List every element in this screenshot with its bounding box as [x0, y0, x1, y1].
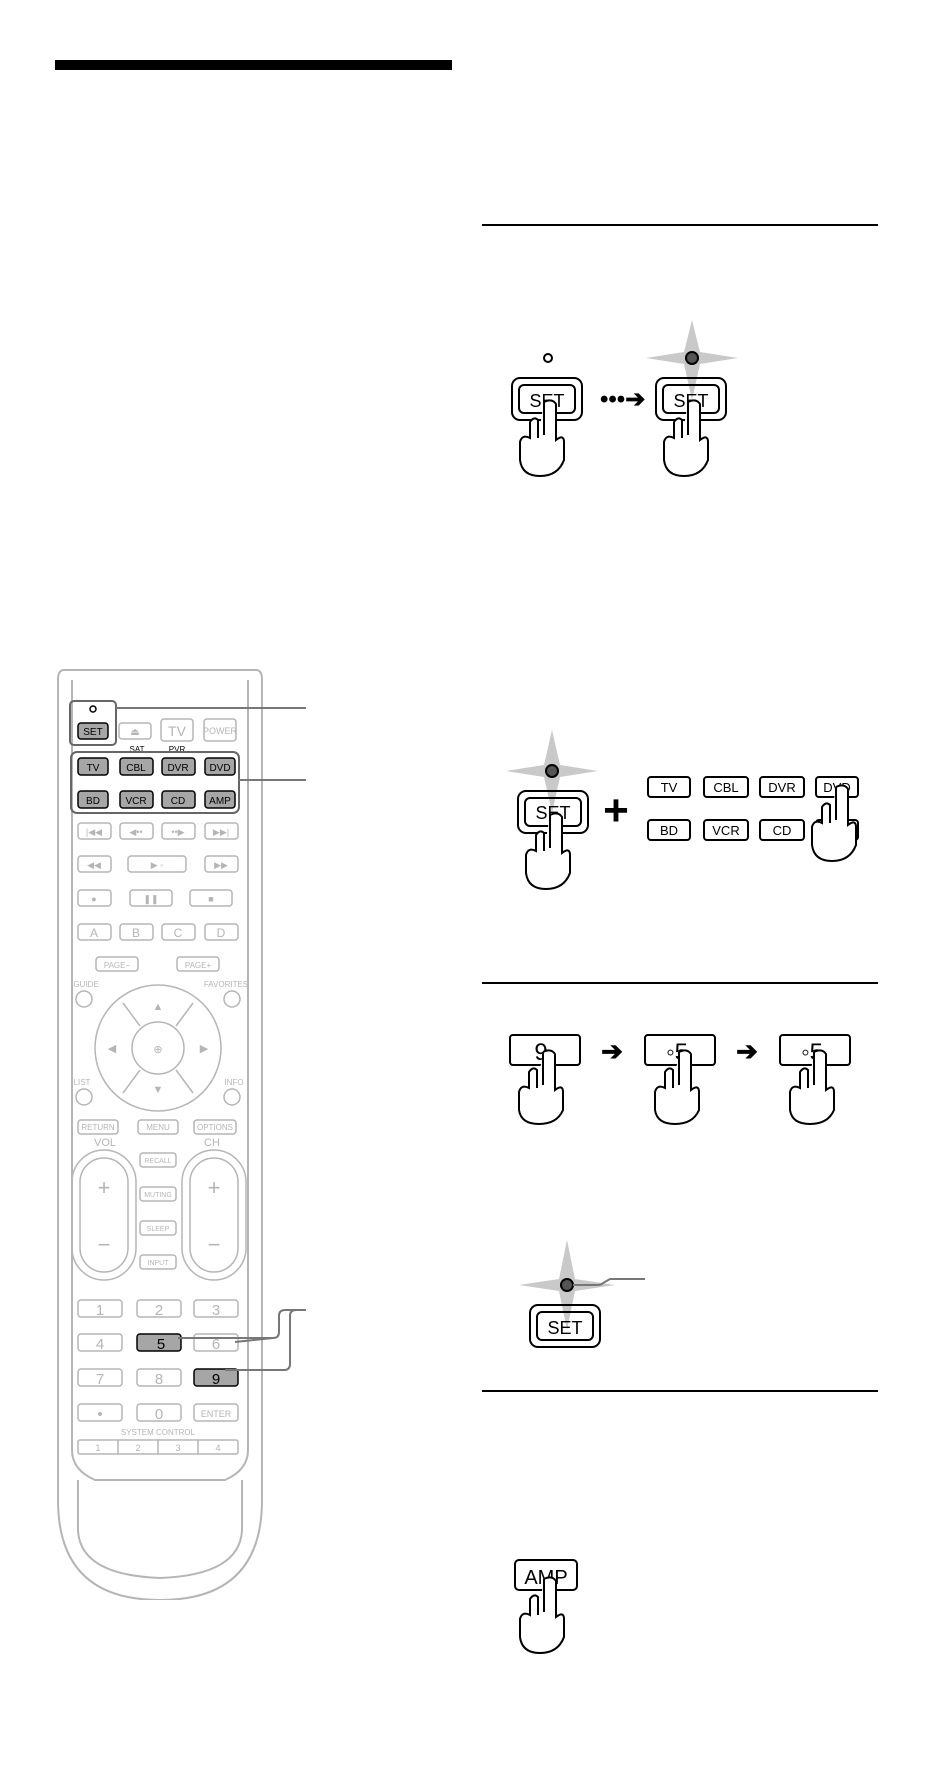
svg-text:SLEEP: SLEEP	[147, 1226, 170, 1233]
svg-text:⊕: ⊕	[153, 1044, 162, 1056]
svg-text:|◀◀: |◀◀	[86, 827, 102, 837]
svg-text:TV: TV	[168, 723, 187, 739]
remote-body-outline	[57, 669, 263, 1600]
svg-text:▼: ▼	[153, 1084, 164, 1096]
svg-text:1: 1	[95, 1443, 100, 1453]
svg-text:4: 4	[96, 1336, 104, 1353]
svg-text:⏏: ⏏	[130, 727, 139, 738]
remote-control: SET ⏏ TV POWER SAT PVR TV CBL DVR DVD BD…	[57, 669, 306, 1600]
svg-text:••▶: ••▶	[171, 827, 184, 837]
svg-text:PAGE+: PAGE+	[185, 961, 212, 970]
svg-text:OPTIONS: OPTIONS	[197, 1123, 233, 1132]
svg-text:VCR: VCR	[125, 796, 146, 807]
svg-text:◀: ◀	[108, 1043, 117, 1055]
svg-text:●: ●	[91, 894, 96, 904]
svg-text:9: 9	[212, 1371, 220, 1388]
divider-2	[482, 982, 878, 984]
svg-text:➔: ➔	[601, 1036, 623, 1066]
svg-text:+: +	[208, 1175, 221, 1200]
remote-set-button	[77, 722, 109, 740]
svg-text:◀••: ◀••	[129, 827, 142, 837]
svg-text:TV: TV	[661, 780, 678, 795]
svg-text:▶ ◦: ▶ ◦	[151, 860, 164, 870]
svg-text:❚❚: ❚❚	[143, 894, 158, 905]
remote-input-selector-frame	[70, 751, 240, 814]
svg-text:INFO: INFO	[224, 1078, 243, 1087]
svg-text:SAT: SAT	[130, 745, 145, 754]
svg-text:PAGE−: PAGE−	[104, 961, 131, 970]
svg-text:MENU: MENU	[146, 1123, 170, 1132]
svg-text:BD: BD	[86, 796, 100, 807]
step1-illustration: SET •••➔ SET	[511, 320, 738, 478]
svg-text:8: 8	[155, 1371, 163, 1388]
svg-text:◀◀: ◀◀	[87, 860, 101, 870]
svg-text:CBL: CBL	[713, 780, 738, 795]
svg-text:1: 1	[96, 1302, 104, 1319]
svg-text:A: A	[90, 926, 98, 940]
svg-text:SYSTEM CONTROL: SYSTEM CONTROL	[121, 1428, 196, 1437]
svg-text:D: D	[217, 926, 226, 940]
svg-text:AMP: AMP	[209, 796, 231, 807]
svg-text:2: 2	[135, 1443, 140, 1453]
svg-text:RECALL: RECALL	[144, 1158, 171, 1165]
svg-text:•: •	[97, 1406, 102, 1423]
svg-text:0: 0	[155, 1406, 163, 1423]
svg-text:INPUT: INPUT	[148, 1260, 170, 1267]
svg-text:7: 7	[96, 1371, 104, 1388]
svg-text:3: 3	[212, 1302, 220, 1319]
svg-text:4: 4	[215, 1443, 220, 1453]
remote-key-9	[193, 1368, 239, 1387]
svg-text:DVR: DVR	[768, 780, 795, 795]
svg-text:MUTING: MUTING	[144, 1192, 172, 1199]
step3-set-indicator: SET	[519, 1240, 645, 1348]
svg-text:▲: ▲	[153, 1001, 164, 1013]
step2-illustration: SET + TV CBL DVR DVD BD VCR CD A	[506, 730, 859, 890]
divider-3	[482, 1390, 878, 1392]
svg-text:DVR: DVR	[167, 763, 188, 774]
step4-illustration: AMP	[514, 1559, 578, 1655]
svg-text:CBL: CBL	[126, 763, 146, 774]
svg-text:VCR: VCR	[712, 823, 739, 838]
svg-text:6: 6	[212, 1336, 220, 1353]
divider-1	[482, 224, 878, 226]
svg-text:FAVORITES: FAVORITES	[204, 980, 248, 989]
svg-text:CD: CD	[171, 796, 185, 807]
svg-text:LIST: LIST	[74, 1078, 91, 1087]
svg-text:■: ■	[208, 894, 213, 904]
svg-text:B: B	[132, 926, 140, 940]
svg-text:▶▶|: ▶▶|	[213, 827, 229, 837]
svg-text:•••➔: •••➔	[600, 386, 645, 413]
svg-text:SET: SET	[547, 1318, 582, 1338]
svg-text:C: C	[174, 926, 183, 940]
svg-text:DVD: DVD	[209, 763, 230, 774]
svg-text:+: +	[98, 1175, 111, 1200]
remote-inner-outline	[71, 680, 249, 1481]
svg-text:CH: CH	[204, 1137, 220, 1149]
title-bar	[55, 60, 452, 70]
svg-text:TV: TV	[87, 763, 100, 774]
svg-text:VOL: VOL	[94, 1137, 116, 1149]
remote-set-label: SET	[83, 727, 102, 738]
svg-text:−: −	[98, 1232, 111, 1257]
svg-text:BD: BD	[660, 823, 678, 838]
svg-text:RETURN: RETURN	[81, 1123, 115, 1132]
remote-power-button	[203, 718, 237, 742]
svg-text:▶: ▶	[200, 1043, 209, 1055]
step3-illustration: 9 ◦5 ◦5 ➔➔	[509, 1034, 851, 1125]
svg-text:3: 3	[175, 1443, 180, 1453]
svg-text:2: 2	[155, 1302, 163, 1319]
svg-text:POWER: POWER	[203, 726, 238, 736]
svg-text:5: 5	[157, 1336, 165, 1353]
remote-key-5	[136, 1333, 182, 1352]
svg-text:ENTER: ENTER	[201, 1409, 232, 1419]
svg-text:▶▶: ▶▶	[214, 860, 228, 870]
remote-tv-button	[160, 718, 194, 742]
svg-text:PVR: PVR	[169, 745, 186, 754]
svg-text:➔: ➔	[736, 1036, 758, 1066]
svg-text:−: −	[208, 1232, 221, 1257]
svg-text:CD: CD	[773, 823, 792, 838]
svg-text:GUIDE: GUIDE	[73, 980, 98, 989]
remote-eject-button	[118, 722, 152, 740]
svg-text:+: +	[603, 786, 629, 835]
